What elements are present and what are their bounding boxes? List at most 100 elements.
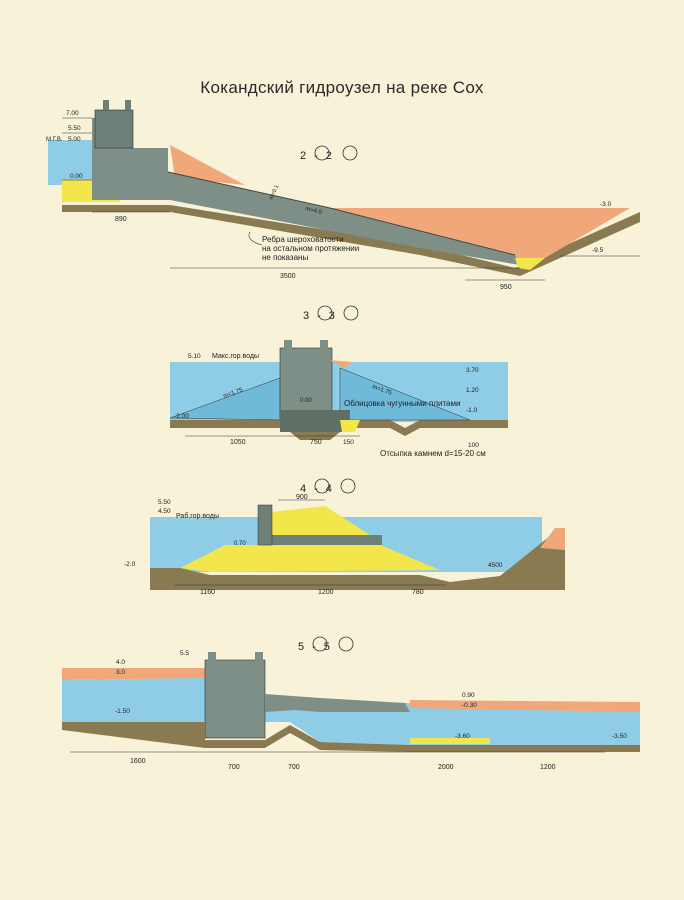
spillway-slab-2-2 (92, 118, 520, 265)
dim-700a: 700 (228, 764, 240, 771)
tower-post-2-2 (103, 100, 109, 110)
annotation-3-3-stone: Отсыпка камнем d=15-20 см (380, 449, 486, 458)
ground-4-4 (150, 528, 565, 590)
level-neg3-2-2: -3.0 (600, 201, 612, 208)
section-3-3: 5.10 Макс.гор.воды -2.00 3.70 1.20 -1.0 … (169, 305, 508, 458)
ground-5-5 (62, 722, 640, 752)
dim-3500: 3500 (280, 273, 296, 280)
level-5.10-3-3: 5.10 (188, 353, 201, 360)
tower-4-4 (257, 504, 273, 546)
dim-700b: 700 (288, 764, 300, 771)
water-upstream-2-2 (48, 140, 100, 185)
level-0-3-3: 0.00 (300, 398, 312, 404)
tower-3-3 (279, 347, 333, 419)
level-neg1-3-3: -1.0 (466, 407, 478, 414)
level-1.20-3-3: 1.20 (466, 387, 479, 394)
ground-2-2 (62, 205, 640, 276)
level-4.0-5-5: 4.0 (116, 659, 125, 666)
tower-post-3-3b (320, 340, 328, 350)
base-3-3 (280, 410, 350, 432)
sand-body-4-4 (180, 545, 440, 572)
section-marker-3-3b (343, 305, 359, 321)
dim-1600: 1600 (130, 758, 146, 765)
tower-post-3-3a (284, 340, 292, 350)
page-title: Кокандский гидроузел на реке Сох (200, 78, 484, 97)
level-label-3-3: Макс.гор.воды (212, 353, 259, 360)
level-neg0.30-5-5: -0.30 (462, 702, 477, 709)
dim-1200-5-5: 1200 (540, 764, 556, 771)
level-neg2-3-3: -2.00 (174, 413, 189, 420)
slope-upper-2-2: m=0.1 (268, 184, 280, 201)
section-marker-4-4b (340, 478, 356, 494)
section-4-4: 5.50 4.50 Раб.гор.воды 0.70 -2.0 900 116… (124, 478, 565, 596)
tower-post-5-5a (208, 652, 216, 662)
section-label-5-5: 5-5 (298, 641, 338, 653)
sand-strip-5-5 (410, 738, 490, 744)
platform-4-4 (272, 535, 382, 545)
earth-3-3 (330, 360, 352, 368)
level-7-2-2: 7.00 (66, 110, 79, 117)
annotation-2-2-line2: на остальном протяжении (262, 244, 359, 253)
dim-1160: 1160 (200, 589, 215, 596)
annotation-3-3-facing: Облицовка чугунными плитами (344, 399, 460, 408)
dim-750: 750 (310, 439, 322, 446)
dim-2000: 2000 (438, 764, 454, 771)
annotation-2-2-line3: не показаны (262, 253, 308, 262)
section-marker-5-5a (312, 636, 328, 652)
spillway-surface-2-2 (167, 171, 516, 256)
dim-1200: 1200 (318, 589, 334, 596)
dim-1050: 1050 (230, 439, 246, 446)
earth-left-5-5 (62, 668, 205, 680)
level-neg3.50-5-5: -3.50 (612, 733, 627, 740)
section-marker-2-2a (314, 145, 330, 161)
level-label-4-4: Раб.гор.воды (176, 512, 219, 520)
level-neg1.50-5-5: -1.50 (115, 708, 130, 715)
section-2-2: 7.00 5.50 М.Г.В. 5.00 0.00 -3.0 -9.5 m=4… (46, 100, 640, 291)
section-5-5: 4.0 3.0 5.5 -1.50 0.90 -0.30 -3.60 -3.50… (62, 636, 640, 771)
section-marker-2-2b (342, 145, 358, 161)
level-0.70-4-4: 0.70 (234, 541, 246, 547)
level-neg3.60-5-5: -3.60 (455, 733, 470, 740)
section-label-4-4: 4-4 (300, 483, 340, 495)
section-marker-4-4a (314, 478, 330, 494)
annotation-2-2-line1: Ребра шероховатости (262, 235, 344, 244)
level-5.5-2-2: 5.50 (68, 125, 81, 132)
dim-900: 900 (296, 494, 308, 501)
slope-2-2: m=4.0 (305, 206, 323, 216)
sand-3-3 (340, 420, 360, 432)
section-label-3-3: 3-3 (303, 310, 343, 322)
level-0-2-2: 0.00 (70, 173, 83, 180)
dim-780: 780 (412, 589, 424, 596)
earth-right-5-5 (410, 700, 640, 712)
tower-2-2 (94, 109, 134, 149)
level-neg2-4-4: -2.0 (124, 561, 136, 568)
level-5.50-4-4: 5.50 (158, 499, 171, 506)
level-3.70-3-3: 3.70 (466, 367, 479, 374)
section-marker-3-3a (317, 305, 333, 321)
earth-fill-2-2 (170, 145, 245, 185)
level-4.50-4-4: 4.50 (158, 508, 171, 515)
dim-100: 100 (468, 442, 479, 449)
dim-4500: 4500 (488, 562, 503, 569)
tower-post-2-2b (125, 100, 131, 110)
apron-5-5 (265, 694, 410, 712)
level-mgv-2-2: М.Г.В. (46, 137, 63, 143)
annotation-leader-2-2 (248, 231, 263, 246)
dim-950: 950 (500, 284, 512, 291)
water-5-5 (62, 678, 205, 722)
earth-downstream-2-2 (330, 208, 630, 260)
level-3.0-5-5: 3.0 (116, 669, 125, 676)
dim-150: 150 (343, 439, 354, 446)
earth-4-4 (540, 528, 565, 550)
slope-right-3-3 (339, 367, 471, 421)
level-5.5-5-5: 5.5 (180, 650, 189, 657)
dim-890: 890 (115, 216, 127, 223)
level-neg9.5-2-2: -9.5 (592, 247, 604, 254)
sand-top-4-4 (272, 506, 370, 535)
level-0.90-5-5: 0.90 (462, 692, 475, 699)
tower-post-5-5b (255, 652, 263, 662)
tower-5-5 (204, 659, 266, 739)
level-5-2-2: 5.00 (68, 136, 81, 143)
